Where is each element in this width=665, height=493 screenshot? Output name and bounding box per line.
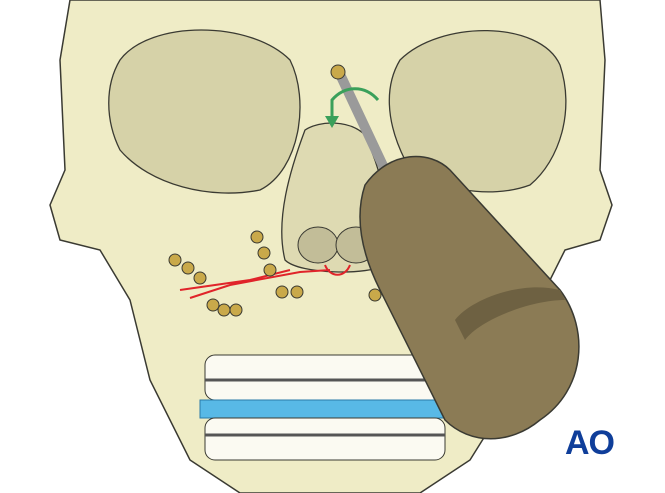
plate-right	[368, 288, 382, 302]
upper-teeth	[204, 354, 446, 401]
curved-arrow-icon	[330, 87, 380, 120]
plate-left	[168, 253, 243, 317]
screwdriver-shaft	[333, 65, 390, 175]
lower-teeth	[204, 417, 446, 461]
ao-logo: AO	[565, 424, 615, 462]
screw	[330, 64, 346, 80]
left-orbit	[388, 29, 567, 193]
plate-middle	[250, 230, 304, 299]
screwdriver-handle	[359, 155, 580, 440]
right-orbit	[108, 29, 301, 194]
splint	[199, 399, 451, 419]
fracture-line	[179, 264, 351, 299]
